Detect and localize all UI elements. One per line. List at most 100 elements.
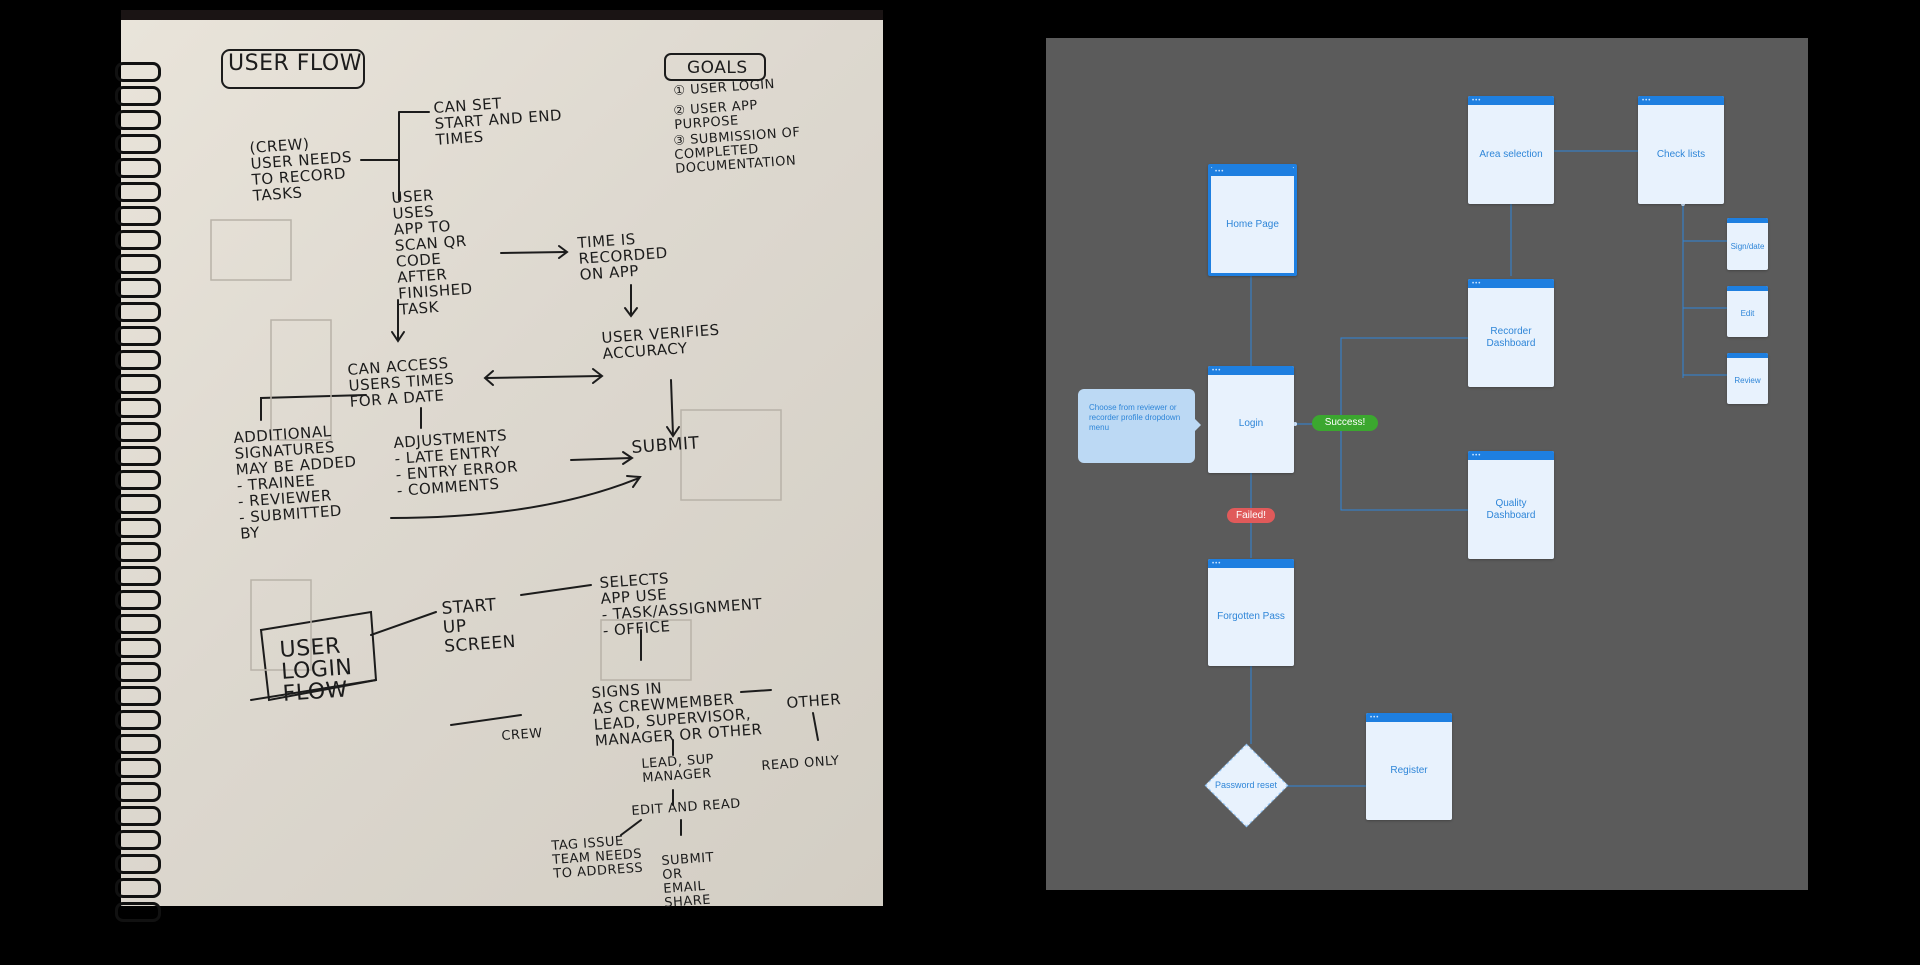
screen-label: Quality Dashboard [1486, 497, 1536, 521]
note-submit: SUBMIT [630, 433, 701, 458]
screen-titlebar [1468, 96, 1554, 105]
binding-ring [115, 710, 161, 730]
note-signs-in: SIGNS IN AS CREWMEMBER LEAD, SUPERVISOR,… [590, 679, 763, 750]
binding-ring [115, 62, 161, 82]
binding-ring [115, 158, 161, 178]
binding-ring [115, 470, 161, 490]
note-lead-sup: LEAD, SUP MANAGER [640, 751, 715, 786]
sketch-title: USER FLOW [228, 51, 362, 76]
binding-ring [115, 134, 161, 154]
screen-register[interactable]: ••• Register [1366, 713, 1452, 820]
binding-ring [115, 254, 161, 274]
binding-ring [115, 518, 161, 538]
screen-label: Recorder Dashboard [1486, 325, 1536, 349]
screen-titlebar [1366, 713, 1452, 722]
screen-label: Register [1390, 765, 1428, 776]
binding-ring [115, 446, 161, 466]
note-adjustments: ADJUSTMENTS - LATE ENTRY - ENTRY ERROR -… [392, 426, 519, 500]
binding-ring [115, 494, 161, 514]
binding-ring [115, 590, 161, 610]
binding-ring [115, 350, 161, 370]
binding-ring [115, 782, 161, 802]
screen-check-lists[interactable]: ••• Check lists [1638, 96, 1724, 204]
screen-titlebar [1211, 167, 1294, 176]
binding-ring [115, 422, 161, 442]
profile-callout: Choose from reviewer or recorder profile… [1078, 389, 1201, 463]
binding-ring [115, 854, 161, 874]
binding-ring [115, 110, 161, 130]
binding-ring [115, 878, 161, 898]
notebook-photo: USER FLOW GOALS ① USER LOGIN ② USER APP … [115, 10, 883, 922]
window-dots-icon: ••• [1642, 98, 1652, 104]
note-can-access: CAN ACCESS USERS TIMES FOR A DATE [346, 353, 455, 411]
screen-titlebar [1468, 279, 1554, 288]
note-user-uses-app: USER USES APP TO SCAN QR CODE AFTER FINI… [390, 186, 474, 319]
password-reset-label: Password reset [1214, 780, 1278, 790]
screen-label: Sign/date [1730, 241, 1765, 251]
screen-edit[interactable]: Edit [1727, 286, 1768, 337]
goals-title: GOALS [687, 58, 748, 78]
screen-titlebar [1208, 559, 1294, 568]
window-dots-icon: ••• [1472, 453, 1482, 459]
binding-ring [115, 398, 161, 418]
binding-ring [115, 614, 161, 634]
screen-titlebar [1727, 286, 1768, 291]
note-user-needs: (CREW) USER NEEDS TO RECORD TASKS [248, 134, 353, 205]
note-tag-issue: TAG ISSUE TEAM NEEDS TO ADDRESS [550, 833, 644, 882]
binding-ring [115, 830, 161, 850]
screen-review[interactable]: Review [1727, 353, 1768, 404]
binding-ring [115, 566, 161, 586]
note-other: OTHER [785, 690, 842, 712]
note-additional-signatures: ADDITIONAL SIGNATURES MAY BE ADDED - TRA… [232, 422, 358, 543]
window-dots-icon: ••• [1212, 368, 1222, 374]
screen-recorder-dashboard[interactable]: ••• Recorder Dashboard [1468, 279, 1554, 387]
binding-ring [115, 374, 161, 394]
binding-ring [115, 326, 161, 346]
binding-ring [115, 206, 161, 226]
failed-badge: Failed! [1227, 508, 1275, 523]
screen-titlebar [1468, 451, 1554, 460]
binding-ring [115, 302, 161, 322]
screen-sign-date[interactable]: Sign/date [1727, 218, 1768, 270]
screen-area-selection[interactable]: ••• Area selection [1468, 96, 1554, 204]
screen-forgotten-pass[interactable]: ••• Forgotten Pass [1208, 559, 1294, 666]
wireframe-canvas: Choose from reviewer or recorder profile… [1046, 38, 1808, 890]
notebook-page: USER FLOW GOALS ① USER LOGIN ② USER APP … [115, 20, 883, 922]
binding-ring [115, 278, 161, 298]
screen-quality-dashboard[interactable]: ••• Quality Dashboard [1468, 451, 1554, 559]
binding-ring [115, 230, 161, 250]
screen-titlebar [1638, 96, 1724, 105]
note-crew: CREW [500, 726, 544, 744]
goal-2-text: USER APP PURPOSE [673, 98, 759, 133]
window-dots-icon: ••• [1472, 281, 1482, 287]
screen-label: Login [1238, 418, 1264, 429]
screen-label: Check lists [1656, 148, 1706, 160]
binding-ring [115, 758, 161, 778]
window-dots-icon: ••• [1472, 98, 1482, 104]
binding-ring [115, 542, 161, 562]
screen-titlebar [1727, 353, 1768, 358]
screen-titlebar [1727, 218, 1768, 223]
screen-titlebar [1208, 366, 1294, 375]
screen-label: Forgotten Pass [1217, 611, 1285, 622]
success-badge: Success! [1312, 415, 1378, 431]
screen-label: Area selection [1479, 148, 1543, 160]
window-dots-icon: ••• [1370, 715, 1380, 721]
goal-3-text: SUBMISSION OF COMPLETED DOCUMENTATION [673, 125, 801, 177]
screen-label: Review [1734, 376, 1761, 385]
sketch-ink-lines [210, 49, 819, 836]
window-dots-icon: ••• [1212, 561, 1222, 567]
note-time-recorded: TIME IS RECORDED ON APP [576, 229, 669, 284]
note-can-set: CAN SET START AND END TIMES [432, 94, 563, 149]
binding-ring [115, 686, 161, 706]
screen-label: Edit [1740, 309, 1755, 318]
note-start-screen: START UP SCREEN [440, 595, 517, 657]
note-user-login-flow: USER LOGIN FLOW [278, 633, 354, 707]
binding-ring [115, 902, 161, 922]
binding-ring [115, 662, 161, 682]
binding-ring [115, 806, 161, 826]
screen-login[interactable]: ••• Login [1208, 366, 1294, 473]
binding-ring [115, 86, 161, 106]
binding-ring [115, 638, 161, 658]
screen-home-page[interactable]: ••• Home Page [1208, 164, 1297, 276]
